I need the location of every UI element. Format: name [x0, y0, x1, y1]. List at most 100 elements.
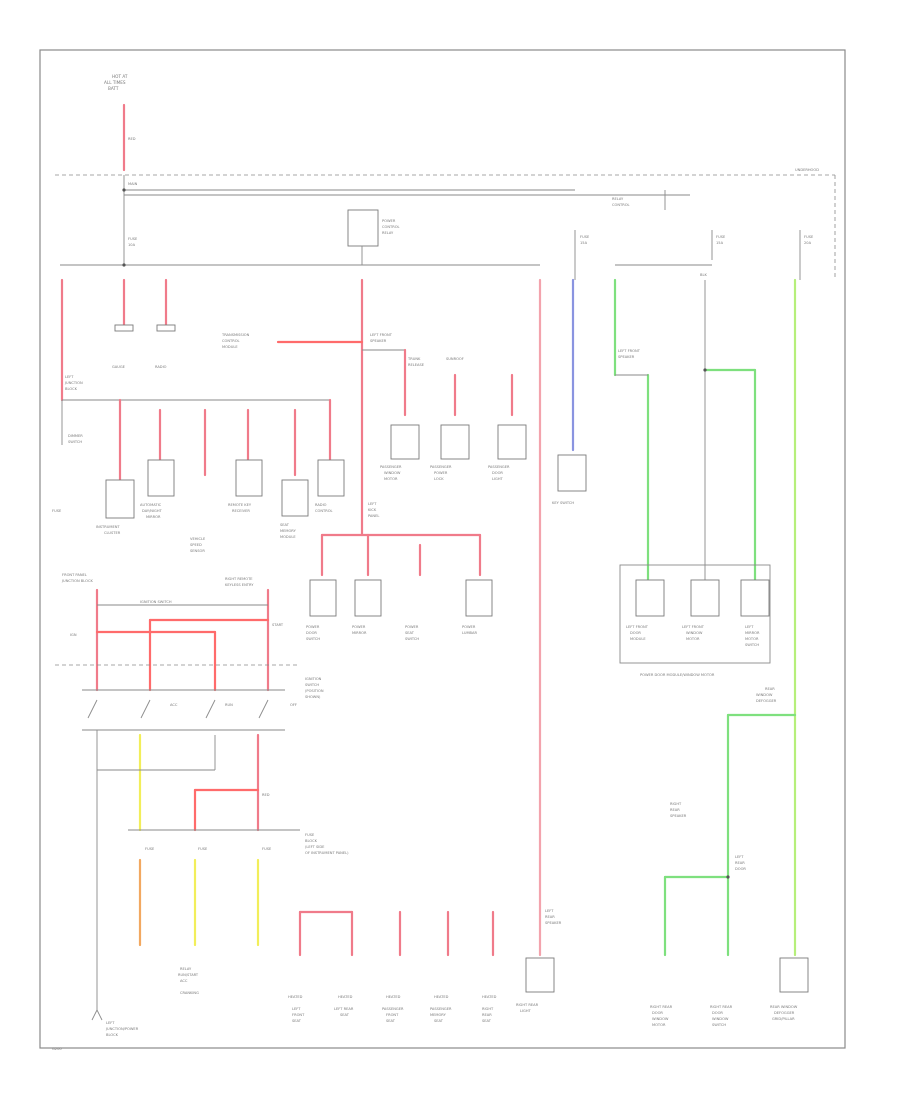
blue-run: KEY SWITCH [552, 278, 587, 505]
svg-text:PANEL: PANEL [368, 514, 379, 518]
svg-text:CONTROL: CONTROL [612, 203, 630, 207]
center-harness: TRANSMISSION CONTROL MODULE LEFT FRONT S… [221, 278, 527, 641]
svg-text:WINDOW: WINDOW [686, 631, 703, 635]
svg-text:LIGHT: LIGHT [492, 477, 504, 481]
svg-text:JUNCTION BLOCK: JUNCTION BLOCK [61, 579, 93, 583]
svg-text:AUTOMATIC: AUTOMATIC [140, 503, 162, 507]
svg-text:RADIO: RADIO [315, 503, 327, 507]
svg-text:OF INSTRUMENT PANEL): OF INSTRUMENT PANEL) [305, 851, 349, 855]
svg-text:FRONT: FRONT [386, 1013, 399, 1017]
svg-text:POWER: POWER [382, 219, 396, 223]
svg-text:MEMORY: MEMORY [430, 1013, 447, 1017]
svg-text:REAR WINDOW: REAR WINDOW [770, 1005, 798, 1009]
svg-text:SEAT: SEAT [405, 631, 415, 635]
svg-text:SWITCH: SWITCH [68, 440, 82, 444]
svg-text:SHOWN): SHOWN) [305, 695, 321, 699]
svg-text:UNDERHOOD: UNDERHOOD [795, 168, 819, 172]
svg-text:INSTRUMENT: INSTRUMENT [96, 525, 120, 529]
svg-text:DOOR: DOOR [652, 1011, 663, 1015]
svg-text:DOOR: DOOR [630, 631, 641, 635]
svg-text:LEFT FRONT: LEFT FRONT [618, 349, 641, 353]
svg-text:CRANKING: CRANKING [180, 991, 199, 995]
svg-text:15A: 15A [580, 241, 588, 245]
svg-text:DIMMER: DIMMER [68, 434, 83, 438]
svg-text:MOTOR: MOTOR [652, 1023, 666, 1027]
svg-text:ACC: ACC [170, 703, 178, 707]
svg-text:RELEASE: RELEASE [408, 363, 425, 367]
svg-text:KICK: KICK [368, 508, 377, 512]
svg-text:LIGHT: LIGHT [520, 1009, 532, 1013]
svg-text:RECEIVER: RECEIVER [232, 509, 250, 513]
svg-text:SEAT: SEAT [482, 1019, 492, 1023]
svg-text:DAY/NIGHT: DAY/NIGHT [142, 509, 163, 513]
diagram-frame [39, 49, 846, 1049]
svg-text:MOTOR: MOTOR [384, 477, 398, 481]
svg-text:DOOR: DOOR [712, 1011, 723, 1015]
svg-text:FUSE: FUSE [128, 237, 138, 241]
svg-text:SEAT: SEAT [340, 1013, 350, 1017]
junction-bus: DIMMER SWITCH FUSE [52, 398, 332, 513]
svg-text:FUSE: FUSE [716, 235, 726, 239]
svg-text:FUSE: FUSE [145, 847, 155, 851]
svg-text:RIGHT REAR: RIGHT REAR [650, 1005, 673, 1009]
svg-text:MIRROR: MIRROR [146, 515, 161, 519]
svg-text:REAR: REAR [765, 687, 775, 691]
svg-text:SUNROOF: SUNROOF [446, 357, 464, 361]
svg-text:DEFOGGER: DEFOGGER [774, 1011, 795, 1015]
svg-text:RIGHT REMOTE: RIGHT REMOTE [225, 577, 253, 581]
svg-text:RIGHT: RIGHT [670, 802, 682, 806]
underhood-fuse-box-boundary: UNDERHOOD [55, 168, 836, 280]
svg-text:CONTROL: CONTROL [315, 509, 333, 513]
svg-text:RELAY: RELAY [180, 967, 192, 971]
svg-text:PASSENGER: PASSENGER [430, 465, 452, 469]
svg-text:LUMBAR: LUMBAR [462, 631, 477, 635]
svg-text:LEFT: LEFT [735, 855, 744, 859]
svg-text:HOT AT: HOT AT [112, 74, 128, 79]
svg-text:SPEAKER: SPEAKER [370, 339, 387, 343]
svg-text:GAUGE: GAUGE [112, 365, 126, 369]
svg-text:REAR: REAR [545, 915, 555, 919]
svg-text:OFF: OFF [290, 703, 297, 707]
svg-text:BLOCK: BLOCK [65, 387, 78, 391]
svg-text:PASSENGER: PASSENGER [382, 1007, 404, 1011]
svg-text:RIGHT REAR: RIGHT REAR [516, 1003, 539, 1007]
svg-text:VEHICLE: VEHICLE [190, 537, 206, 541]
svg-text:DOOR: DOOR [735, 867, 746, 871]
svg-text:HEATED: HEATED [338, 995, 353, 999]
svg-text:FUSE: FUSE [580, 235, 590, 239]
svg-text:KEYLESS ENTRY: KEYLESS ENTRY [225, 583, 254, 587]
svg-text:WINDOW: WINDOW [652, 1017, 669, 1021]
left-drops: GAUGE RADIO LEFT JUNCTION BLOCK [60, 278, 176, 402]
svg-text:DOOR: DOOR [306, 631, 317, 635]
svg-text:HEATED: HEATED [386, 995, 401, 999]
svg-text:MOTOR: MOTOR [745, 637, 759, 641]
svg-text:15A: 15A [716, 241, 724, 245]
svg-text:POWER: POWER [352, 625, 366, 629]
svg-text:POWER: POWER [306, 625, 320, 629]
svg-text:RED: RED [262, 793, 270, 797]
svg-text:SENSOR: SENSOR [190, 549, 205, 553]
svg-text:RIGHT REAR: RIGHT REAR [710, 1005, 733, 1009]
svg-text:SPEED: SPEED [190, 543, 202, 547]
svg-text:LEFT FRONT: LEFT FRONT [370, 333, 393, 337]
svg-text:PASSENGER: PASSENGER [488, 465, 510, 469]
svg-text:SWITCH: SWITCH [305, 683, 319, 687]
svg-text:SWITCH: SWITCH [712, 1023, 726, 1027]
svg-text:LEFT FRONT: LEFT FRONT [682, 625, 705, 629]
svg-text:REAR: REAR [670, 808, 680, 812]
svg-text:REAR: REAR [735, 861, 745, 865]
svg-text:G200: G200 [52, 1047, 62, 1051]
svg-text:REAR: REAR [482, 1013, 492, 1017]
svg-text:POWER: POWER [462, 625, 476, 629]
svg-text:WINDOW: WINDOW [712, 1017, 729, 1021]
svg-text:CONTROL: CONTROL [382, 225, 400, 229]
svg-text:MODULE: MODULE [630, 637, 646, 641]
svg-text:PASSENGER: PASSENGER [430, 1007, 452, 1011]
svg-text:REMOTE KEY: REMOTE KEY [228, 503, 252, 507]
svg-text:RELAY: RELAY [612, 197, 624, 201]
svg-text:LOCK: LOCK [434, 477, 444, 481]
svg-text:RELAY: RELAY [382, 231, 394, 235]
svg-text:SEAT: SEAT [386, 1019, 396, 1023]
svg-text:ACC: ACC [180, 979, 188, 983]
